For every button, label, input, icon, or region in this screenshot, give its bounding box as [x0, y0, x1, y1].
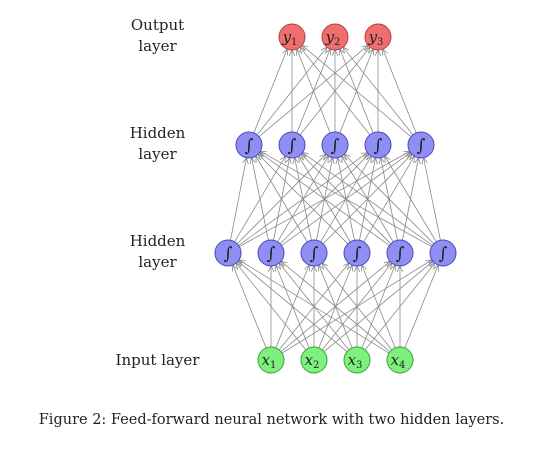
edge-hidden2-0-to-output-0 [253, 50, 287, 134]
input-node-3: x4 [386, 346, 414, 374]
input-node-2: x3 [343, 346, 371, 374]
node-label-x2: x2 [305, 351, 320, 371]
input-node-circle [343, 346, 371, 374]
hidden1-node-4: ∫ [386, 239, 414, 267]
node-label-integral: ∫ [417, 136, 426, 156]
node-label-integral: ∫ [288, 136, 297, 156]
hidden-layer-1-label: Hidden layer [129, 232, 186, 271]
node-label-y1: y1 [282, 28, 298, 48]
edge-hidden1-5-to-hidden2-3 [385, 157, 437, 243]
edge-input-3-to-hidden1-5 [404, 266, 438, 349]
node-label-integral: ∫ [267, 244, 276, 264]
hidden1-node-2: ∫ [300, 239, 328, 267]
edges-group [230, 46, 441, 354]
output-node-0: y1 [278, 23, 306, 51]
edge-hidden2-4-to-output-0 [303, 46, 412, 137]
input-node-circle [257, 346, 285, 374]
edge-hidden1-5-to-hidden2-4 [424, 159, 441, 241]
edge-hidden2-2-to-output-0 [297, 50, 331, 134]
hidden1-node-5: ∫ [429, 239, 457, 267]
edge-hidden1-5-to-hidden2-0 [261, 152, 432, 248]
hidden2-node-circle [407, 131, 435, 159]
hidden1-node-0: ∫ [214, 239, 242, 267]
output-node-circle [321, 23, 349, 51]
edge-hidden1-1-to-hidden2-0 [252, 159, 269, 241]
hidden2-node-0: ∫ [235, 131, 263, 159]
output-node-2: y3 [364, 23, 392, 51]
node-label-integral: ∫ [439, 244, 448, 264]
hidden2-node-circle [278, 131, 306, 159]
node-label-y2: y2 [325, 28, 341, 48]
hidden1-node-circle [257, 239, 285, 267]
output-node-1: y2 [321, 23, 349, 51]
node-label-y3: y3 [368, 28, 384, 48]
node-label-integral: ∫ [224, 244, 233, 264]
input-node-1: x2 [300, 346, 328, 374]
node-label-integral: ∫ [245, 136, 254, 156]
hidden2-node-circle [235, 131, 263, 159]
input-node-circle [386, 346, 414, 374]
edge-input-3-to-hidden1-2 [323, 264, 393, 351]
edge-hidden1-2-to-hidden2-0 [256, 157, 308, 243]
hidden2-node-1: ∫ [278, 131, 306, 159]
hidden1-node-circle [386, 239, 414, 267]
node-label-integral: ∫ [396, 244, 405, 264]
hidden1-node-circle [429, 239, 457, 267]
hidden1-node-circle [214, 239, 242, 267]
hidden2-node-circle [321, 131, 349, 159]
hidden1-node-circle [343, 239, 371, 267]
hidden2-node-2: ∫ [321, 131, 349, 159]
edge-hidden2-4-to-output-1 [344, 48, 414, 136]
edge-input-3-to-hidden1-3 [362, 266, 396, 349]
edge-hidden1-3-to-hidden2-0 [259, 155, 349, 245]
input-node-0: x1 [257, 346, 285, 374]
edge-hidden1-5-to-hidden2-1 [303, 153, 433, 246]
node-label-integral: ∫ [374, 136, 383, 156]
edge-input-2-to-hidden1-0 [239, 262, 348, 353]
input-node-circle [300, 346, 328, 374]
figure-caption: Figure 2: Feed-forward neural network wi… [38, 412, 505, 428]
output-node-circle [364, 23, 392, 51]
edge-hidden1-0-to-hidden2-0 [230, 159, 246, 241]
node-label-x1: x1 [262, 351, 277, 371]
hidden1-node-circle [300, 239, 328, 267]
output-layer-label: Output layer [130, 16, 185, 55]
node-label-integral: ∫ [331, 136, 340, 156]
node-label-integral: ∫ [310, 244, 319, 264]
edge-hidden2-3-to-output-0 [301, 48, 371, 136]
hidden1-node-3: ∫ [343, 239, 371, 267]
edge-input-1-to-hidden1-0 [237, 264, 307, 351]
node-label-x4: x4 [391, 351, 406, 371]
edge-input-3-to-hidden1-1 [282, 262, 391, 353]
input-layer-label: Input layer [115, 351, 200, 369]
edge-input-0-to-hidden1-0 [233, 266, 267, 349]
node-label-integral: ∫ [353, 244, 362, 264]
edge-hidden1-5-to-hidden2-2 [345, 155, 435, 245]
hidden2-node-4: ∫ [407, 131, 435, 159]
output-node-circle [278, 23, 306, 51]
hidden2-node-circle [364, 131, 392, 159]
hidden2-node-3: ∫ [364, 131, 392, 159]
hidden-layer-2-label: Hidden layer [129, 124, 186, 163]
nodes-group: y1 y2 y3 ∫ ∫ ∫ ∫ ∫ ∫ ∫ ∫ ∫ ∫ ∫ x1 x2 x3 x4 [214, 23, 457, 374]
edge-hidden2-4-to-output-2 [383, 50, 417, 134]
edge-hidden1-4-to-hidden2-0 [260, 153, 390, 246]
hidden1-node-1: ∫ [257, 239, 285, 267]
node-label-x3: x3 [348, 351, 363, 371]
edge-input-3-to-hidden1-0 [240, 260, 390, 354]
